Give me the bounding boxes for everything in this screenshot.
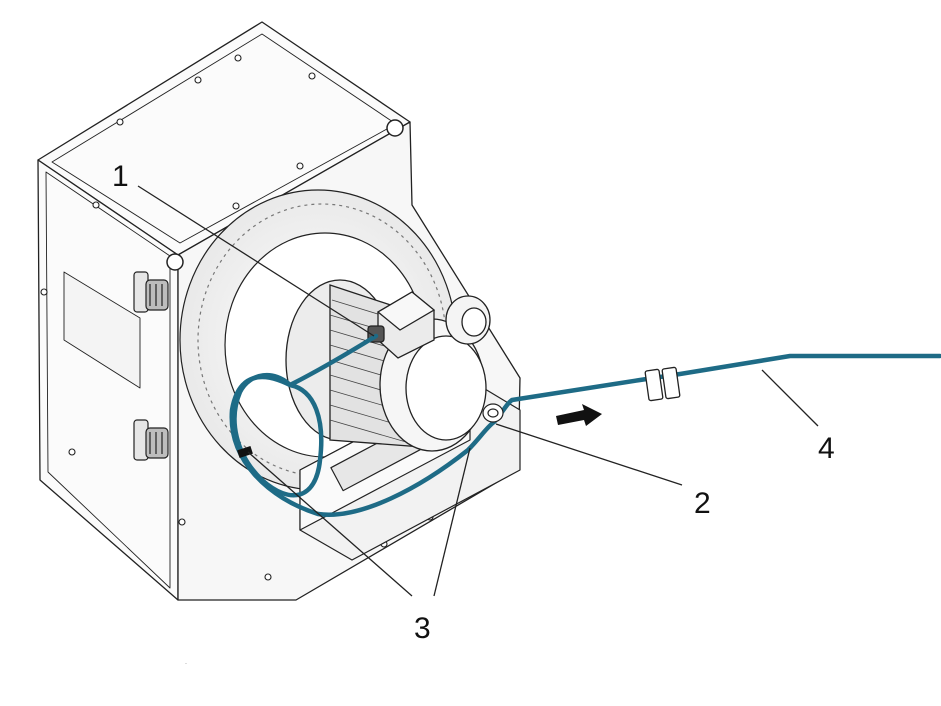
door-hinge-top [133,271,169,313]
leader-line-1 [137,185,375,337]
door-hinge-bottom [133,419,169,461]
leader-line-4 [761,369,819,427]
leader-line-2 [495,423,683,486]
callout-4: 4 [818,432,835,465]
leader-line-3a [247,451,413,597]
leader-line-3b [433,447,471,597]
callout-3: 3 [414,612,431,645]
motor [285,279,491,452]
callout-2: 2 [694,487,711,520]
direction-arrow-icon [556,404,602,426]
stray-mark: · [185,661,187,667]
leader-lines [137,185,819,597]
cable-grommet [482,403,504,423]
inline-connector [644,366,681,402]
callout-1: 1 [112,160,129,193]
cable-tie [237,446,253,458]
